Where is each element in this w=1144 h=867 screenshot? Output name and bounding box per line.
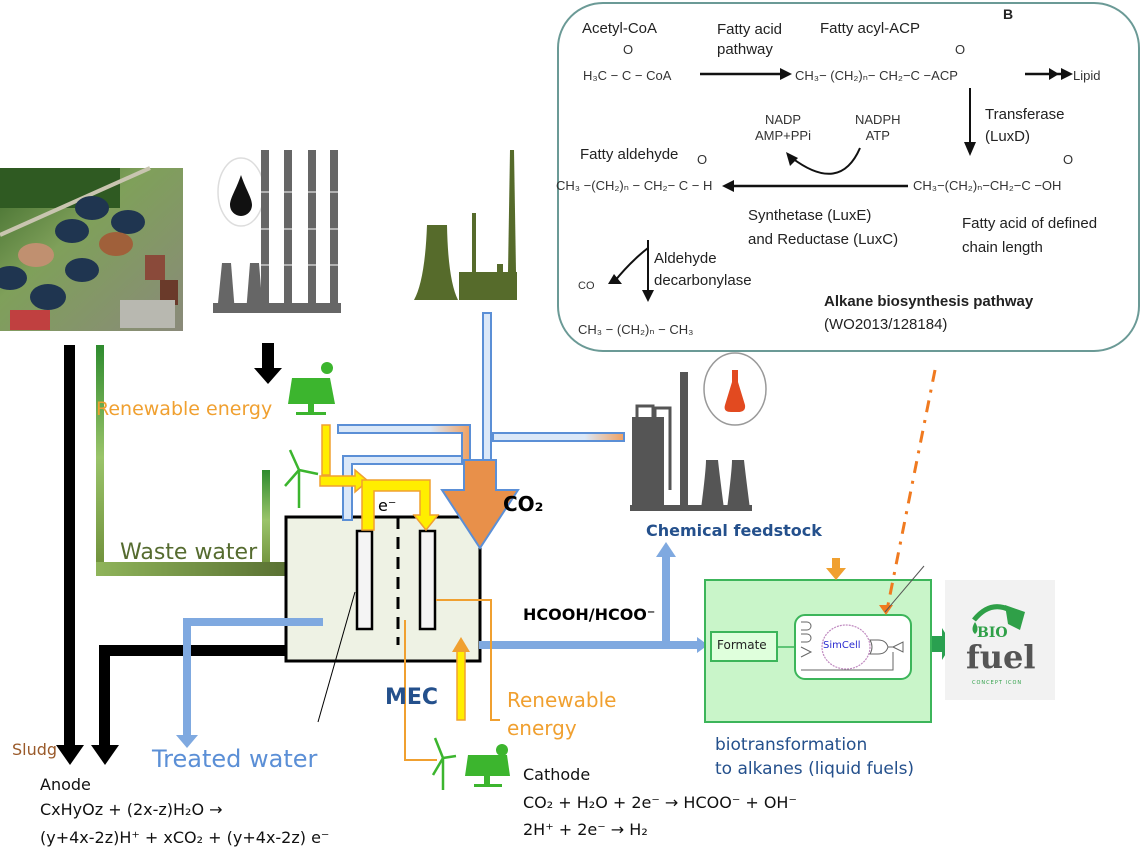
anode-title: Anode — [40, 775, 91, 794]
fatty-acid-formula: CH₃−(CH₂)ₙ−CH₂−C −OH — [913, 178, 1062, 193]
anode-equation-line2: (y+4x-2z)H⁺ + xCO₂ + (y+4x-2z) e⁻ — [40, 828, 330, 847]
treated-water-flow — [176, 618, 323, 748]
fatty-acid-defined-label: Fatty acid of defined chain length — [962, 215, 1098, 256]
solar-panel-icon-top — [288, 362, 335, 415]
fatty-aldehyde-label: Fatty aldehyde — [580, 146, 679, 163]
mec-reactor — [284, 515, 482, 663]
refinery-icon — [630, 372, 752, 511]
formate-box: Formate — [717, 638, 767, 652]
acetyl-coa-formula: H₃C − C − CoA — [583, 68, 672, 83]
fatty-acid-pathway-label: Fatty acid pathway — [717, 21, 783, 58]
green-power-plant-icon — [414, 150, 517, 300]
panel-label: B — [1003, 6, 1014, 22]
black-flow-lines — [56, 343, 324, 765]
carbonyl-o-2: O — [955, 42, 966, 57]
treated-water-label: Treated water — [152, 745, 318, 773]
cathode-equation-line2: 2H⁺ + 2e⁻ → H₂ — [523, 820, 648, 839]
fatty-acyl-acp-formula: CH₃− (CH₂)ₙ− CH₂−C −ACP — [795, 68, 958, 83]
lipid-label: Lipid — [1073, 68, 1101, 83]
anode-pointer-line — [317, 591, 356, 723]
biofuel-fuel-text: fuel — [966, 638, 1036, 676]
flask-icon — [703, 352, 767, 426]
co2-pipes — [337, 312, 625, 521]
double-arrow-icon — [1025, 68, 1073, 80]
co-label: CO — [578, 280, 595, 292]
co2-label: CO₂ — [503, 492, 544, 516]
acetyl-coa-label: Acetyl-CoA — [582, 20, 658, 37]
carbonyl-o-4: O — [1063, 152, 1074, 167]
simcell-panel — [794, 614, 912, 680]
nadp-label: NADP AMP+PPi — [755, 112, 811, 143]
transferase-label: Transferase (LuxD) — [985, 106, 1065, 145]
carbonyl-o-3: O — [697, 152, 708, 167]
electron-flow — [319, 424, 440, 532]
patent-number: (WO2013/128184) — [824, 316, 948, 333]
alkane-pathway-panel — [557, 2, 1140, 352]
anode-equation-line1: CxHyOz + (2x-z)H₂O → — [40, 800, 223, 819]
renewable-energy-flow-bottom — [404, 599, 500, 761]
pathway-link-line — [885, 369, 937, 611]
biotransformation-label: biotransformation to alkanes (liquid fue… — [715, 735, 915, 779]
alkane-formula: CH₃ − (CH₂)ₙ − CH₃ — [578, 322, 694, 337]
carbonyl-o-1: O — [623, 42, 634, 57]
waste-water-label: Waste water — [120, 540, 258, 565]
oil-drop-icon — [217, 157, 265, 227]
yellow-energy-arrow — [452, 637, 470, 721]
nadph-label: NADPH ATP — [855, 112, 901, 143]
decarbonylase-arrow-icon — [608, 240, 654, 302]
biofuel-bio-text: BIO — [977, 625, 1008, 641]
cathode-title: Cathode — [523, 765, 591, 784]
wastewater-plant-photo — [0, 166, 183, 331]
logic-gate-icons — [800, 621, 904, 671]
arrow-right-icon — [700, 68, 792, 80]
pathway-title: Alkane biosynthesis pathway — [824, 293, 1034, 310]
co2-arrow — [440, 459, 520, 550]
sludge-label: Sludg — [12, 740, 58, 759]
wind-turbine-icon-top — [284, 449, 319, 508]
chemical-feedstock-label: Chemical feedstock — [646, 521, 822, 540]
biofuel-logo — [945, 580, 1055, 700]
electron-label: e⁻ — [378, 496, 397, 515]
wind-turbine-icon-bottom — [431, 737, 457, 790]
arrow-down-icon — [964, 88, 976, 156]
renewable-energy-label-top: Renewable energy — [96, 398, 273, 420]
biofuel-sub-text: CONCEPT ICON — [972, 680, 1023, 686]
orange-input-arrow — [826, 558, 846, 580]
solar-panel-icon-bottom — [465, 744, 510, 787]
aldehyde-decarbonylase-label: Aldehyde decarbonylase — [654, 250, 752, 289]
simcell-label: SimCell — [823, 640, 861, 651]
hcooh-label: HCOOH/HCOO⁻ — [523, 605, 656, 624]
cathode-equation-line1: CO₂ + H₂O + 2e⁻ → HCOO⁻ + OH⁻ — [523, 793, 797, 812]
synthetase-arrow-icon — [722, 147, 908, 192]
renewable-energy-label-bottom: Renewable energy — [507, 688, 617, 740]
fatty-aldehyde-formula: CH₃ −(CH₂)ₙ − CH₂− C − H — [556, 178, 713, 193]
fatty-acyl-acp-label: Fatty acyl-ACP — [820, 20, 921, 37]
mec-label: MEC — [385, 685, 439, 710]
fossil-power-plant-icon — [213, 150, 341, 313]
synthetase-reductase-label: Synthetase (LuxE) and Reductase (LuxC) — [748, 207, 899, 248]
hcooh-flow — [479, 542, 708, 653]
electrodes — [355, 517, 437, 645]
